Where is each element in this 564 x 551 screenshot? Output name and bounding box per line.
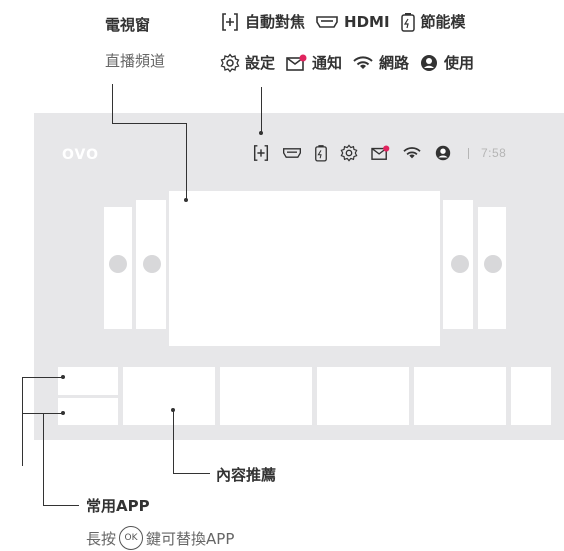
leader-dot [61, 411, 65, 415]
common-app-tile[interactable] [58, 367, 118, 395]
mail-icon [285, 54, 307, 72]
legend-label: 自動對焦 [245, 13, 306, 31]
common-app-hint: 長按 OK 鍵可替換APP [86, 526, 234, 550]
panel-indicator [143, 255, 161, 273]
leader-dot [61, 375, 65, 379]
legend-label: 節能模 [420, 13, 466, 31]
hint-suffix: 鍵可替換APP [146, 529, 235, 548]
recommend-tile[interactable] [123, 367, 215, 425]
status-legend-row-2: 設定 通知 網路 使用 [220, 52, 484, 73]
battery-icon[interactable] [314, 144, 328, 162]
gear-icon [220, 52, 240, 73]
panel-indicator [451, 255, 469, 273]
leader-line [43, 505, 79, 506]
recommend-tile[interactable] [317, 367, 409, 425]
recommend-tile[interactable] [220, 367, 312, 425]
input-source-icon [220, 12, 240, 32]
recommend-tile[interactable] [414, 367, 506, 425]
leader-line [173, 473, 210, 474]
input-source-icon[interactable] [252, 144, 270, 162]
battery-icon [400, 12, 416, 32]
tv-window-title: 電視窗 [105, 16, 151, 34]
recommend-tile[interactable] [511, 367, 551, 425]
leader-line [261, 87, 262, 132]
legend-label: 網路 [379, 54, 410, 72]
hdmi-icon [315, 14, 339, 30]
hint-prefix: 長按 [86, 529, 117, 548]
hdmi-icon[interactable] [282, 146, 302, 160]
content-recommend-label: 內容推薦 [216, 466, 277, 484]
panel-indicator [484, 255, 502, 273]
leader-line [22, 377, 62, 378]
legend-label: 設定 [245, 54, 276, 72]
clock: 7:58 [481, 146, 507, 160]
leader-line [22, 413, 62, 414]
leader-line [22, 377, 23, 466]
panel-indicator [109, 255, 127, 273]
wifi-icon [352, 54, 374, 72]
leader-line [112, 123, 187, 124]
leader-dot [259, 131, 263, 135]
tv-window-subtitle: 直播頻道 [105, 52, 166, 70]
status-legend-row-1: 自動對焦 HDMI 節能模 [220, 11, 476, 32]
mail-icon[interactable] [370, 145, 390, 161]
ok-button-icon: OK [119, 526, 144, 550]
status-divider [468, 147, 469, 159]
leader-line [112, 84, 113, 124]
status-bar: 7:58 [252, 143, 506, 163]
leader-line [173, 410, 174, 473]
user-icon[interactable] [434, 144, 452, 162]
ovo-logo: OVO [62, 147, 100, 163]
legend-label: 通知 [312, 54, 343, 72]
legend-label: HDMI [344, 12, 390, 31]
leader-dot [184, 198, 188, 202]
ok-key-label: OK [124, 533, 138, 543]
gear-icon[interactable] [340, 144, 358, 162]
user-icon [419, 53, 439, 73]
leader-dot [171, 408, 175, 412]
legend-label: 使用 [444, 54, 475, 72]
wifi-icon[interactable] [402, 145, 422, 161]
common-app-tile[interactable] [58, 398, 118, 425]
tv-window[interactable] [169, 191, 440, 346]
common-app-title: 常用APP [86, 497, 150, 515]
leader-line [186, 123, 187, 199]
leader-line [43, 413, 44, 505]
